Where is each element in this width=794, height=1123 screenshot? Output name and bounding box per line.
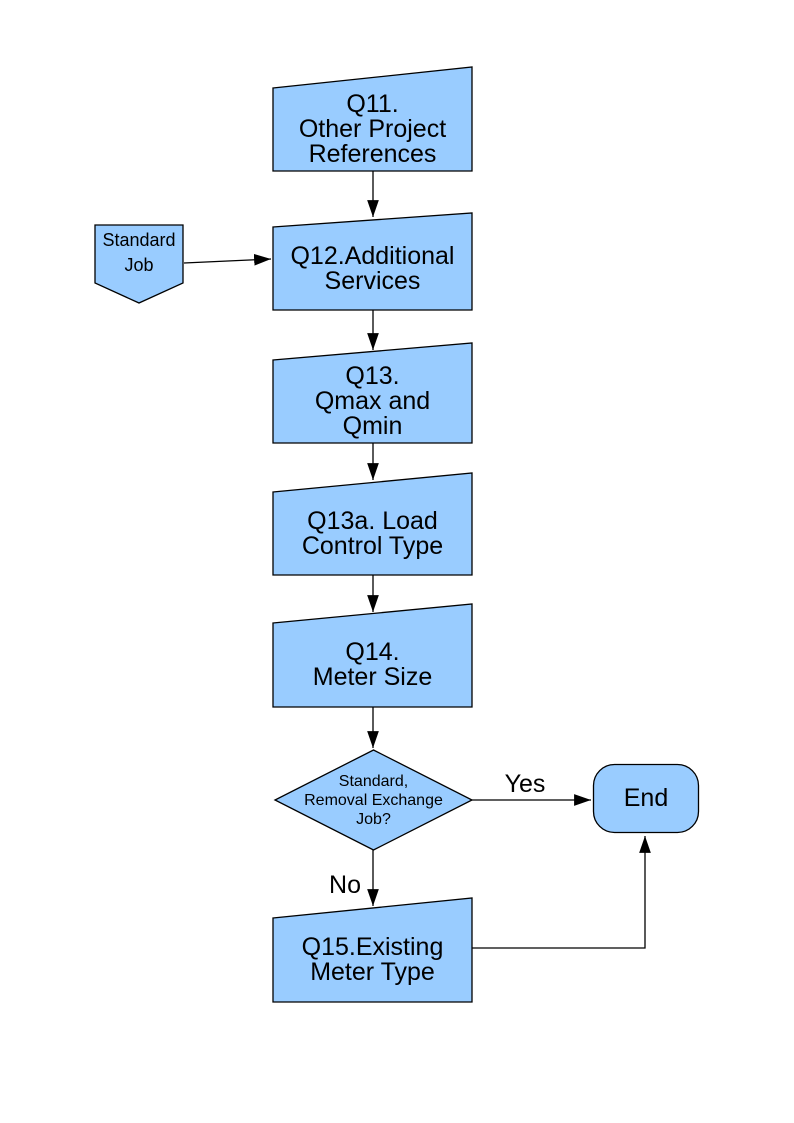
- node-decision-label: Standard, Removal Exchange Job?: [304, 772, 443, 828]
- node-standard-job: Standard Job: [94, 224, 184, 304]
- node-q15-label: Q15.Existing Meter Type: [301, 933, 444, 986]
- edge-label-no: No: [329, 871, 361, 899]
- node-q14-shape: [272, 603, 473, 708]
- node-q13a-shape: [272, 472, 473, 576]
- node-end-shape: [592, 763, 700, 834]
- node-decision-shape: [273, 749, 474, 851]
- node-q11-label: Q11. Other Project References: [298, 90, 447, 168]
- node-q12: Q12.Additional Services: [272, 212, 473, 311]
- node-q12-label: Q12.Additional Services: [290, 241, 455, 295]
- node-standard-job-shape: [94, 224, 184, 304]
- node-end-label: End: [623, 784, 669, 812]
- node-q11-shape: [272, 66, 473, 172]
- node-q13-shape: [272, 342, 473, 444]
- node-q13a: Q13a. Load Control Type: [272, 472, 473, 576]
- node-q13: Q13. Qmax and Qmin: [272, 342, 473, 444]
- node-q14-label: Q14. Meter Size: [312, 638, 433, 691]
- node-q13a-label: Q13a. Load Control Type: [301, 506, 444, 560]
- node-q11: Q11. Other Project References: [272, 66, 473, 172]
- connector-q15-end: [472, 836, 651, 949]
- node-standard-job-label: Standard Job: [102, 230, 176, 275]
- node-q12-shape: [272, 212, 473, 311]
- node-end: End: [592, 763, 700, 834]
- node-q14: Q14. Meter Size: [272, 603, 473, 708]
- node-q15: Q15.Existing Meter Type: [272, 897, 473, 1003]
- edge-label-yes: Yes: [504, 770, 546, 798]
- node-q15-shape: [272, 897, 473, 1003]
- node-decision: Standard, Removal Exchange Job?: [273, 749, 474, 851]
- connector-standardjob-q12: [183, 253, 272, 266]
- node-q13-label: Q13. Qmax and Qmin: [314, 362, 431, 440]
